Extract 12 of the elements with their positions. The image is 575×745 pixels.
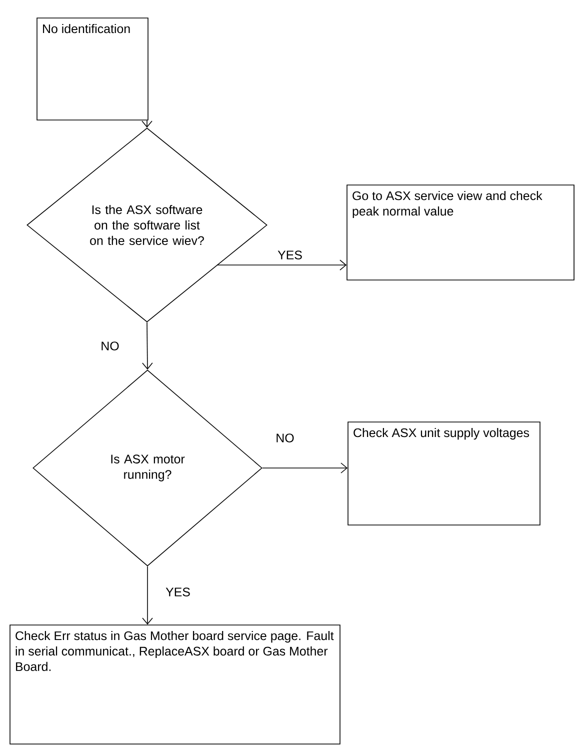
arrow [216,260,347,270]
arrow [262,462,348,474]
edge-label: NO [100,340,120,352]
process-box: Go to ASX service view and check peak normal value [346,184,574,280]
edge-label: YES [164,586,192,598]
arrow [142,566,153,625]
arrow [142,322,153,370]
process-box: No identification [36,18,148,120]
edge-label: YES [276,250,304,260]
process-box: Check Err status in Gas Mother board service page. Fault in serial communicat., ReplaceASX board or Gas Mother Board. [10,624,340,744]
edge-label: NO [274,432,296,444]
process-box: Check ASX unit supply voltages [348,422,540,526]
